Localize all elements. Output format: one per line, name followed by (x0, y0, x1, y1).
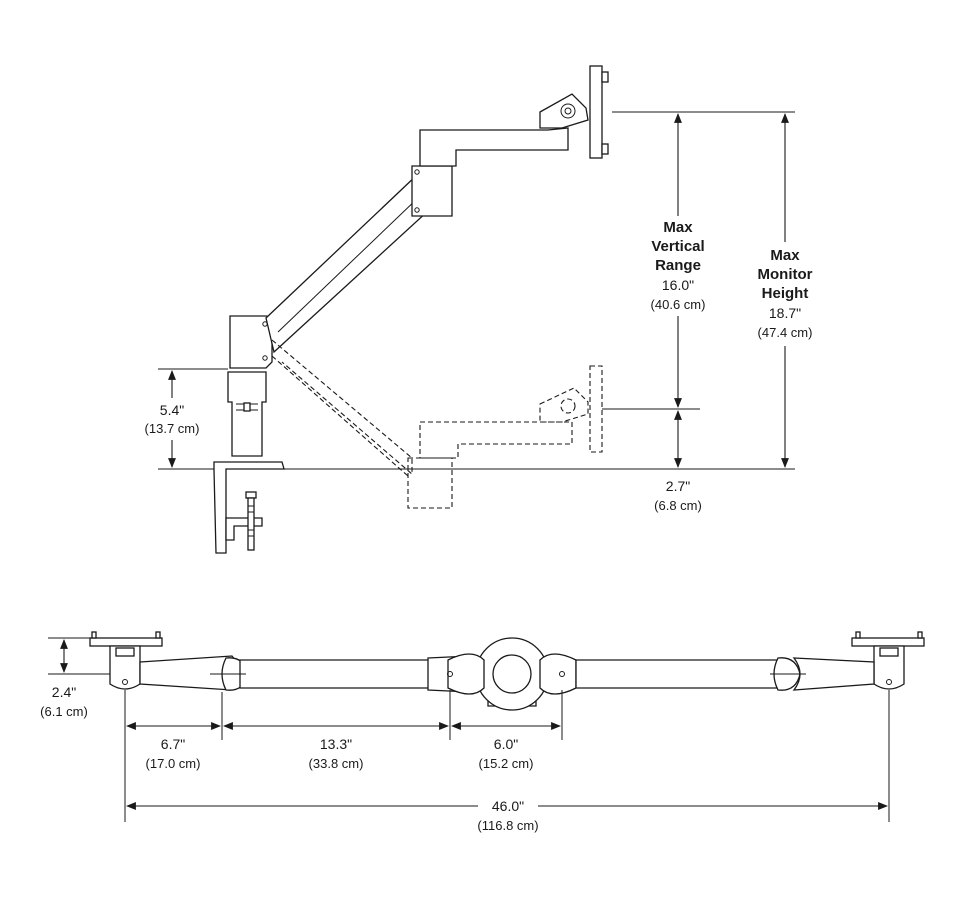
depth-metric: (6.1 cm) (40, 704, 88, 719)
segment-c-metric: (15.2 cm) (479, 756, 534, 771)
vertical-range-imperial: 16.0" (662, 277, 694, 293)
shoulder-housing (229, 315, 273, 369)
clamp-height-imperial: 5.4" (160, 402, 184, 418)
vertical-range-metric: (40.6 cm) (651, 297, 706, 312)
vertical-range-title-1: Max (663, 219, 693, 236)
segment-b-imperial: 13.3" (320, 736, 352, 752)
right-forearm-top (792, 657, 875, 691)
vertical-range-title-3: Range (655, 257, 701, 274)
monitor-height-imperial: 18.7" (769, 305, 801, 321)
lower-offset-imperial: 2.7" (666, 478, 690, 494)
lower-offset-metric: (6.8 cm) (654, 498, 702, 513)
dimension-lower-offset: 2.7" (6.8 cm) (602, 408, 702, 513)
total-span-metric: (116.8 cm) (477, 818, 538, 833)
side-view: 5.4" (13.7 cm) 2.7" (6.8 cm) Max Vertica… (145, 65, 813, 554)
top-view: 2.4" (6.1 cm) 6.7" (17.0 cm) 13.3" (33.8… (40, 631, 925, 833)
desk-clamp (213, 461, 285, 554)
vertical-range-title-2: Vertical (651, 238, 704, 255)
segment-a-imperial: 6.7" (161, 736, 185, 752)
dimension-clamp-height: 5.4" (13.7 cm) (145, 368, 228, 468)
arm-lowered-ghost (271, 339, 603, 509)
monitor-height-metric: (47.4 cm) (758, 325, 813, 340)
monitor-height-title-1: Max (770, 247, 800, 264)
dimension-max-monitor-height: Max Monitor Height 18.7" (47.4 cm) (758, 113, 813, 468)
monitor-height-title-3: Height (762, 285, 809, 302)
arm-post (227, 371, 267, 457)
dimension-segment-a: 6.7" (17.0 cm) (126, 722, 221, 771)
left-upper-arm-top (239, 659, 433, 689)
dimension-max-vertical-range: Max Vertical Range 16.0" (40.6 cm) (651, 113, 706, 408)
clamp-height-metric: (13.7 cm) (145, 421, 200, 436)
dimension-total-span: 46.0" (116.8 cm) (126, 798, 888, 833)
dimension-segment-b: 13.3" (33.8 cm) (223, 722, 449, 771)
center-hub (427, 637, 577, 711)
right-monitor-plate (851, 631, 925, 690)
total-span-imperial: 46.0" (492, 798, 524, 814)
segment-c-imperial: 6.0" (494, 736, 518, 752)
segment-a-metric: (17.0 cm) (146, 756, 201, 771)
segment-b-metric: (33.8 cm) (309, 756, 364, 771)
right-upper-arm-top (575, 659, 781, 689)
monitor-height-title-2: Monitor (758, 266, 813, 283)
dimension-segment-c: 6.0" (15.2 cm) (451, 722, 561, 771)
left-monitor-plate (89, 631, 163, 690)
dimension-depth: 2.4" (6.1 cm) (40, 637, 110, 719)
forearm-raised (411, 65, 609, 217)
depth-imperial: 2.4" (52, 684, 76, 700)
